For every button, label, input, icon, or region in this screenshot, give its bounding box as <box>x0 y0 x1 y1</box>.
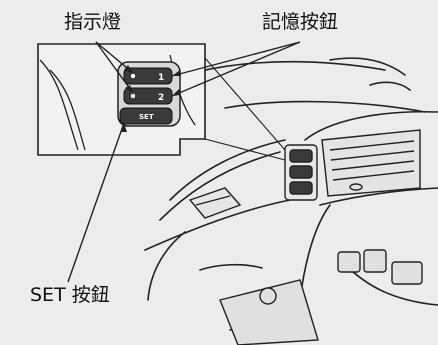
set-button-text: SET <box>139 113 154 121</box>
label-pointers <box>67 41 301 283</box>
set-pointer <box>67 122 125 283</box>
door-switch-cluster <box>284 144 318 201</box>
callout-leader-lines <box>204 57 286 161</box>
memory-button-1-text: 1 <box>158 73 164 83</box>
detail-inset: 1 2 SET <box>37 43 206 156</box>
memory-buttons-label: 記憶按鈕 <box>262 11 339 33</box>
pointer-arrowheads <box>121 65 181 132</box>
window-switch-panel <box>219 249 423 345</box>
indicator-lights-label: 指示燈 <box>64 11 122 33</box>
indicator-light-2 <box>130 93 136 99</box>
memory-button-2-text: 2 <box>158 93 164 103</box>
indicator-light-1 <box>130 73 136 79</box>
memory-pointer-2 <box>171 41 301 97</box>
door-handle <box>188 187 242 219</box>
set-button-label: SET 按鈕 <box>30 284 110 306</box>
air-vent <box>321 129 421 197</box>
indicator-pointer-2 <box>95 41 134 94</box>
memory-pointer-1 <box>171 41 301 77</box>
